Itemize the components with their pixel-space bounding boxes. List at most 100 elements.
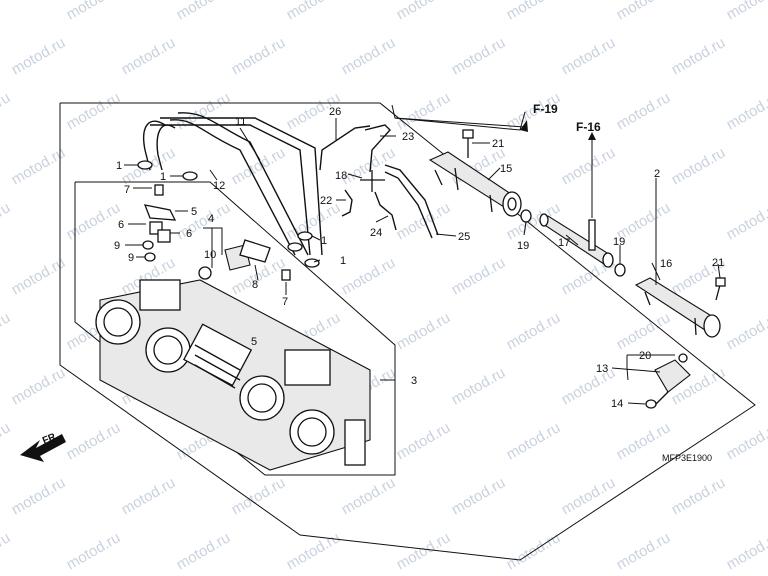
watermark-text: motod.ru [0, 529, 13, 573]
watermark-text: motod.ru [174, 199, 234, 243]
watermark-text: motod.ru [504, 419, 564, 463]
ref-arrow-f19 [520, 120, 528, 132]
callout-1c: 1 [321, 235, 327, 247]
watermark-text: motod.ru [724, 89, 768, 133]
clip-1c [297, 231, 313, 241]
watermark-text: motod.ru [724, 419, 768, 463]
watermark-text: motod.ru [394, 89, 454, 133]
hose-12 [143, 120, 166, 171]
watermark-text: motod.ru [229, 474, 289, 518]
watermark-text: motod.ru [449, 34, 509, 78]
watermark-text: motod.ru [614, 0, 674, 23]
o-ring-19a [520, 209, 532, 223]
watermark-text: motod.ru [229, 144, 289, 188]
bolt-21a [462, 129, 474, 158]
callout-labels: 1 1 1 1 2 3 4 5 5 6 6 7 7 8 9 9 10 11 12… [114, 106, 724, 410]
callout-17: 17 [558, 237, 570, 249]
watermark-text: motod.ru [339, 254, 399, 298]
watermark-text: motod.ru [0, 199, 13, 243]
watermark-text: motod.ru [724, 529, 768, 573]
callout-6b: 6 [186, 228, 192, 240]
watermark-text: motod.ru [449, 474, 509, 518]
ref-label-f19: F-19 [533, 102, 558, 116]
watermark-text: motod.ru [0, 309, 13, 353]
fitting-6b [157, 229, 171, 243]
watermark-text: motod.ru [669, 34, 729, 78]
watermark-text: motod.ru [0, 0, 13, 23]
hose-26 [319, 125, 371, 171]
watermark-text: motod.ru [64, 529, 124, 573]
callout-24: 24 [370, 227, 382, 239]
diagram-code: MFP3E1900 [662, 453, 712, 463]
callout-10: 10 [204, 249, 216, 261]
callout-15: 15 [500, 163, 512, 175]
watermark-text: motod.ru [0, 89, 13, 133]
hose-12-body [150, 124, 311, 256]
callout-19b: 19 [613, 236, 625, 248]
callout-13: 13 [596, 363, 608, 375]
fuel-pipe-17 [539, 213, 614, 268]
watermark-text: motod.ru [394, 419, 454, 463]
callout-19a: 19 [517, 240, 529, 252]
watermark-text: motod.ru [559, 144, 619, 188]
bolt-21b [715, 277, 726, 301]
callout-22: 22 [320, 195, 332, 207]
ref-label-f16: F-16 [576, 120, 601, 134]
watermark-text: motod.ru [504, 0, 564, 23]
clip-1d [287, 242, 303, 252]
o-ring-14 [645, 399, 657, 409]
watermark-text: motod.ru [284, 0, 344, 23]
watermark-text: motod.ru [64, 89, 124, 133]
watermark-text: motod.ru [9, 474, 69, 518]
watermark-text: motod.ru [229, 34, 289, 78]
clip-1e [304, 258, 320, 268]
watermark-text: motod.ru [614, 309, 674, 353]
hose-25b [384, 171, 433, 239]
throttle-body-frame [74, 181, 396, 476]
fuel-rail-16 [634, 277, 721, 338]
watermark-text: motod.ru [174, 529, 234, 573]
callout-5a: 5 [191, 206, 197, 218]
hose-11 [169, 119, 296, 256]
watermark-text: motod.ru [559, 34, 619, 78]
watermark-text: motod.ru [559, 474, 619, 518]
watermark-text: motod.ru [669, 474, 729, 518]
bracket-5 [143, 204, 177, 221]
callout-21a: 21 [492, 138, 504, 150]
assembly-frame-outer [59, 102, 756, 561]
watermark-text: motod.ru [339, 474, 399, 518]
watermark-text: motod.ru [119, 474, 179, 518]
watermark-text: motod.ru [504, 309, 564, 353]
callout-14: 14 [611, 398, 623, 410]
washer-9b [144, 252, 156, 262]
watermark-text: motod.ru [9, 364, 69, 408]
watermark-text: motod.ru [9, 34, 69, 78]
watermark-text: motod.ru [64, 0, 124, 23]
watermark-text: motod.ru [394, 309, 454, 353]
watermark-text: motod.ru [174, 0, 234, 23]
ref-arrow-f16 [588, 132, 596, 140]
watermark-text: motod.ru [9, 254, 69, 298]
hose-22 [341, 189, 353, 217]
front-direction-arrow-icon [20, 434, 66, 462]
hose-23 [364, 124, 391, 173]
watermark-text: motod.ru [559, 364, 619, 408]
clip-1b [182, 171, 198, 181]
callout-12: 12 [213, 180, 225, 192]
hose-12b [156, 124, 176, 171]
callout-26: 26 [329, 106, 341, 118]
gasket-8 [239, 239, 271, 263]
clip-1a [137, 160, 153, 170]
throttle-body-3 [95, 279, 371, 471]
callout-11: 11 [235, 116, 246, 128]
callout-1a: 1 [116, 160, 122, 172]
hose-24 [374, 191, 397, 231]
fuel-rail-15 [428, 151, 522, 217]
callout-7b: 7 [282, 296, 288, 308]
o-ring-19b [614, 263, 626, 277]
callout-5b: 5 [251, 336, 257, 348]
watermark-text: motod.ru [119, 34, 179, 78]
watermark-text: motod.ru [614, 529, 674, 573]
o-ring-10 [198, 266, 212, 280]
hose-25 [384, 164, 439, 236]
